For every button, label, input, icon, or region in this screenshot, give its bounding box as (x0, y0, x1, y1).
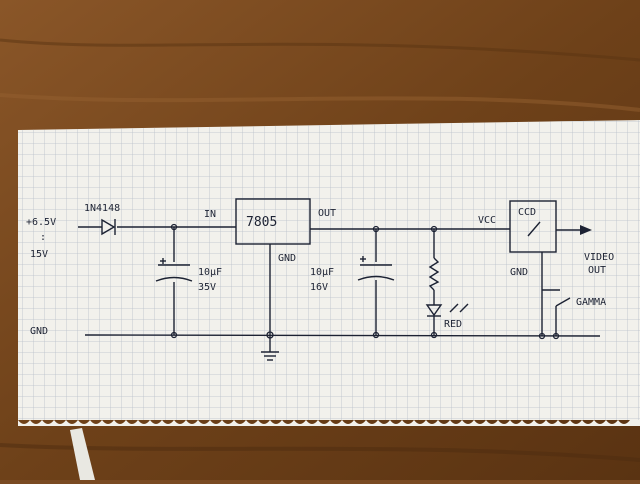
ccd-gnd-label: GND (510, 267, 528, 278)
ccd-vcc-label: VCC (478, 215, 496, 226)
gamma-label: GAMMA (576, 297, 606, 308)
video-out-line2: OUT (588, 265, 606, 276)
led-label: RED (444, 319, 462, 330)
diode-part-label: 1N4148 (84, 203, 120, 214)
input-voltage-bottom-label: 15V (30, 249, 48, 260)
video-arrow (580, 225, 592, 235)
led-symbol (425, 303, 469, 317)
regulator-in-label: IN (204, 209, 216, 220)
junction-dot (266, 331, 274, 339)
resistor-symbol (428, 257, 440, 291)
gnd-rail-label: GND (30, 326, 48, 337)
ground-symbol (261, 351, 279, 361)
junction-dot (538, 332, 546, 340)
capacitor-1 (155, 258, 193, 282)
junction-dot (372, 331, 380, 339)
cap1-value-label: 10µF (198, 267, 222, 278)
regulator-part-label: 7805 (246, 215, 277, 230)
regulator-7805 (235, 198, 311, 245)
input-voltage-top-label: +6.5V (26, 217, 56, 228)
cap2-value-label: 10µF (310, 267, 334, 278)
junction-dot (170, 223, 178, 231)
regulator-out-label: OUT (318, 208, 336, 219)
junction-dot (552, 332, 560, 340)
ccd-label: CCD (518, 207, 536, 218)
diode-symbol (101, 218, 116, 236)
input-dots-label: : (40, 232, 46, 243)
regulator-gnd-label: GND (278, 253, 296, 264)
junction-dot (430, 331, 438, 339)
capacitor-2 (357, 256, 395, 281)
cap1-voltage-label: 35V (198, 282, 216, 293)
junction-dot (430, 225, 438, 233)
graph-paper (18, 120, 640, 480)
ccd-camera (509, 200, 557, 253)
cap2-voltage-label: 16V (310, 282, 328, 293)
junction-dot (372, 225, 380, 233)
junction-dot (170, 331, 178, 339)
video-out-line1: VIDEO (584, 252, 614, 263)
